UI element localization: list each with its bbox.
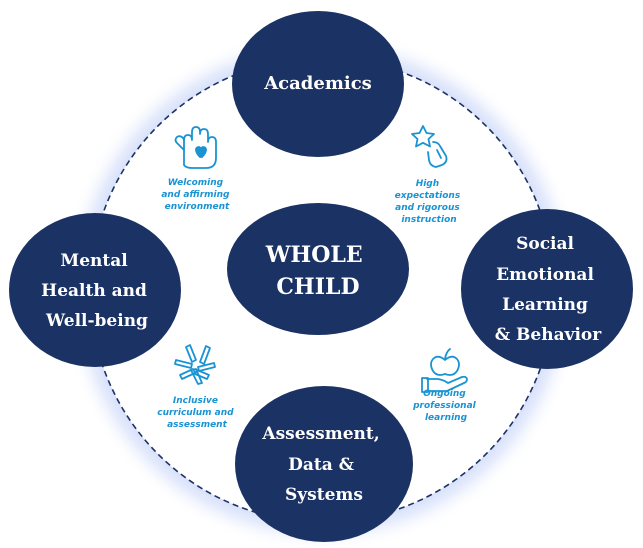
inclusive-line-1: Inclusive: [173, 396, 218, 406]
node-assessment: Assessment, Data & Systems: [235, 386, 413, 542]
high-line-1: High: [416, 179, 439, 189]
sel-line-2: Emotional: [496, 265, 594, 285]
sel-line-3: Learning: [502, 295, 588, 315]
assessment-line-3: Systems: [285, 485, 363, 505]
label-ongoing: Ongoing professional learning: [412, 348, 479, 423]
label-inclusive: Inclusive curriculum and assessment: [157, 344, 237, 430]
ongoing-line-1: Ongoing: [423, 389, 466, 399]
ongoing-line-2: professional: [412, 401, 477, 411]
welcoming-line-2: and affirming: [161, 190, 230, 200]
svg-text:Ongoing professional: Ongoing professional learning: [412, 389, 479, 423]
label-welcoming: Welcoming and affirming environment: [161, 126, 232, 212]
label-high-expectations: High expectations and rigorous instructi…: [395, 125, 464, 225]
academics-line-1: Academics: [263, 73, 372, 94]
assessment-line-1: Assessment,: [261, 424, 379, 444]
mental-line-1: Mental: [60, 251, 128, 271]
svg-text:Academics: Academics: [263, 73, 372, 94]
apple-hand-icon: [421, 348, 468, 393]
svg-text:Assessment, Data &: Assessment, Data & Systems: [261, 424, 385, 505]
center-line-2: CHILD: [276, 274, 359, 300]
sel-line-4: & Behavior: [495, 325, 603, 345]
high-line-3: and rigorous: [395, 203, 460, 213]
node-academics: Academics: [232, 11, 404, 157]
node-sel: Social Emotional Learning & Behavior: [461, 209, 633, 369]
welcoming-line-1: Welcoming: [168, 178, 224, 188]
hand-heart-icon: [174, 126, 217, 169]
star-hand-icon: [411, 125, 448, 168]
high-line-2: expectations: [395, 191, 461, 201]
high-line-4: instruction: [401, 215, 456, 225]
center-node: WHOLE CHILD: [227, 203, 409, 335]
welcoming-line-3: environment: [165, 202, 230, 212]
ongoing-line-3: learning: [425, 413, 468, 423]
svg-text:WHOLE CHILD: WHOLE CHILD: [265, 242, 371, 300]
svg-text:Social Emotional L: Social Emotional Learning & Behavior: [495, 234, 603, 345]
mental-line-3: Well-being: [45, 311, 148, 331]
assessment-line-2: Data &: [288, 455, 355, 475]
center-line-1: WHOLE: [265, 242, 363, 268]
stacked-hands-icon: [174, 344, 216, 385]
svg-text:Inclusive curriculum and: Inclusive curriculum and assessment: [157, 396, 237, 430]
inclusive-line-2: curriculum and: [157, 408, 234, 418]
mental-line-2: Health and: [41, 281, 147, 301]
svg-text:Welcoming and affirming: Welcoming and affirming environment: [161, 178, 232, 212]
svg-text:High expectations: High expectations and rigorous instructi…: [395, 179, 464, 225]
svg-text:Mental Health and: Mental Health and Well-being: [41, 251, 153, 331]
node-mental-health: Mental Health and Well-being: [9, 213, 181, 367]
inclusive-line-3: assessment: [167, 420, 227, 430]
sel-line-1: Social: [516, 234, 574, 254]
